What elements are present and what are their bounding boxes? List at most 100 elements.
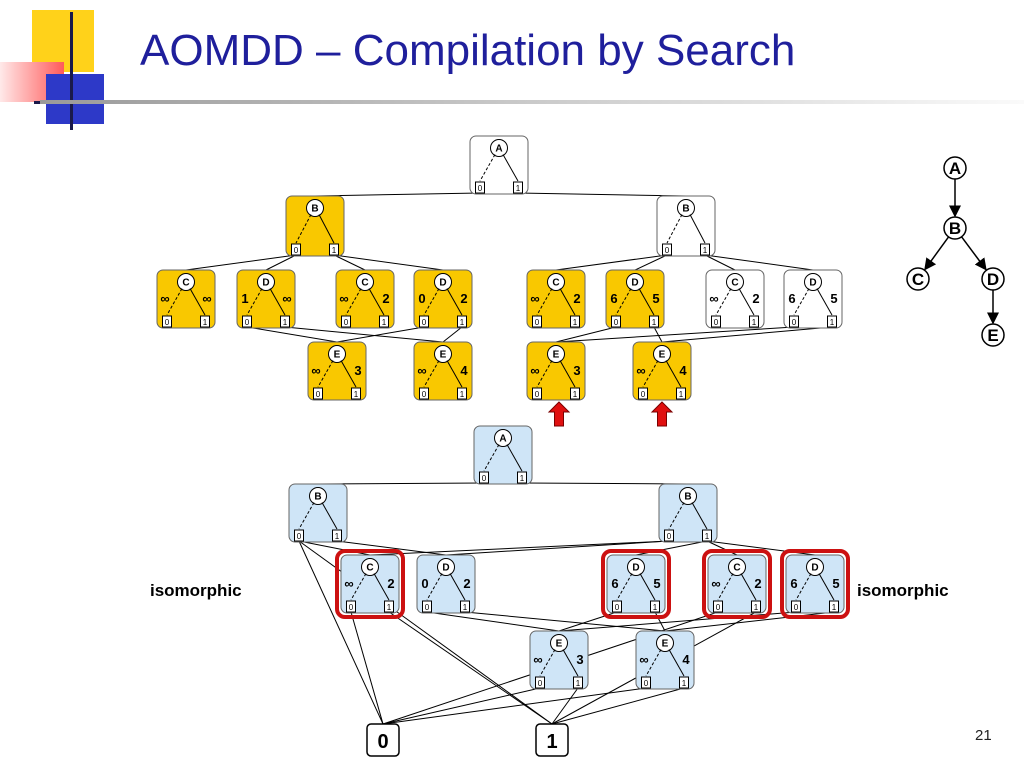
branch-line-0 xyxy=(616,573,633,601)
value-box-1-label: 1 xyxy=(679,390,684,399)
variable-circle xyxy=(550,634,568,652)
red-up-arrow-2 xyxy=(650,401,674,427)
weight-label-0: ∞ xyxy=(344,576,353,591)
value-box-0 xyxy=(419,387,429,400)
value-box-0-label: 0 xyxy=(297,532,302,541)
variable-circle xyxy=(656,634,674,652)
weight-label-1: 2 xyxy=(752,291,759,306)
value-box-0 xyxy=(422,600,432,613)
value-box-0 xyxy=(532,315,542,328)
branch-line-0 xyxy=(615,288,632,316)
value-box-1 xyxy=(460,600,470,613)
branch-line-1 xyxy=(738,288,755,316)
branch-line-1 xyxy=(668,649,685,677)
variable-label: D xyxy=(439,278,446,289)
branch-line-0 xyxy=(536,360,553,388)
pseudo-tree-label-c: C xyxy=(912,270,924,289)
variable-label: E xyxy=(662,639,669,650)
terminal-box xyxy=(535,723,569,757)
variable-label: D xyxy=(262,278,269,289)
weight-label-0: ∞ xyxy=(530,363,539,378)
branch-line-0 xyxy=(246,288,263,316)
weight-label-1: 2 xyxy=(573,291,580,306)
branch-line-0 xyxy=(426,573,443,601)
value-box-0 xyxy=(638,387,648,400)
branch-line-0 xyxy=(536,288,553,316)
branch-line-1 xyxy=(665,360,682,388)
value-box-0 xyxy=(611,315,621,328)
value-box-0 xyxy=(291,243,301,256)
value-box-1-label: 1 xyxy=(830,318,835,327)
pseudo-tree-label-b: B xyxy=(949,219,961,238)
variable-label: D xyxy=(632,563,639,574)
node-box xyxy=(529,630,589,690)
value-box-1-label: 1 xyxy=(460,390,465,399)
weight-label-1: 2 xyxy=(382,291,389,306)
connector-edge xyxy=(350,611,384,725)
variable-circle xyxy=(677,199,695,217)
value-box-1 xyxy=(384,600,394,613)
value-box-1-label: 1 xyxy=(573,318,578,327)
branch-line-1 xyxy=(562,649,579,677)
value-box-0 xyxy=(479,471,489,484)
value-box-1 xyxy=(280,315,290,328)
pseudo-tree-node-e xyxy=(981,323,1005,347)
branch-line-0 xyxy=(317,360,334,388)
branch-line-1 xyxy=(740,573,757,601)
branch-line-0 xyxy=(295,214,312,244)
connector-edge xyxy=(426,611,560,632)
value-box-1-label: 1 xyxy=(332,246,337,255)
weight-label-0: ∞ xyxy=(709,291,718,306)
pseudo-tree-node-d xyxy=(981,267,1005,291)
node-box xyxy=(783,269,843,329)
value-box-0 xyxy=(791,600,801,613)
weight-label-1: 3 xyxy=(354,363,361,378)
isomorphic-highlight xyxy=(601,549,671,619)
node-box xyxy=(288,483,348,543)
weight-label-1: 3 xyxy=(576,652,583,667)
branch-line-0 xyxy=(717,573,734,601)
connector-edge xyxy=(704,254,814,271)
corner-blue-square xyxy=(46,74,104,124)
value-box-1-label: 1 xyxy=(832,603,837,612)
node-box xyxy=(707,554,767,614)
branch-line-1 xyxy=(340,360,357,388)
value-box-1-label: 1 xyxy=(703,246,708,255)
isomorphic-highlight xyxy=(702,549,772,619)
variable-circle xyxy=(437,558,455,576)
value-box-1-label: 1 xyxy=(752,318,757,327)
variable-label: D xyxy=(631,278,638,289)
connector-edge xyxy=(333,254,366,271)
variable-circle xyxy=(306,199,324,217)
branch-line-0 xyxy=(645,649,662,677)
branch-line-0 xyxy=(479,154,496,182)
connector-edge xyxy=(369,540,670,556)
pseudo-tree-edge xyxy=(924,236,950,271)
branch-line-1 xyxy=(559,360,576,388)
connector-edge xyxy=(464,611,666,632)
branch-line-1 xyxy=(691,502,708,530)
branch-line-0 xyxy=(298,502,315,530)
isomorphic-highlight xyxy=(780,549,850,619)
node-box xyxy=(413,341,473,401)
connector-edge xyxy=(555,326,617,343)
connector-edge xyxy=(445,540,670,556)
value-box-1-label: 1 xyxy=(387,603,392,612)
connector-edge xyxy=(551,687,579,725)
branch-line-1 xyxy=(189,288,206,316)
terminal-label: 1 xyxy=(546,731,557,753)
value-box-1 xyxy=(570,315,580,328)
weight-label-0: 6 xyxy=(790,576,797,591)
value-box-1 xyxy=(332,529,342,542)
value-box-1-label: 1 xyxy=(652,318,657,327)
branch-line-0 xyxy=(793,288,810,316)
connector-edge xyxy=(704,254,736,271)
node-box xyxy=(658,483,718,543)
terminal-1: 1 xyxy=(535,723,569,757)
value-box-1 xyxy=(457,315,467,328)
branch-line-0 xyxy=(166,288,183,316)
